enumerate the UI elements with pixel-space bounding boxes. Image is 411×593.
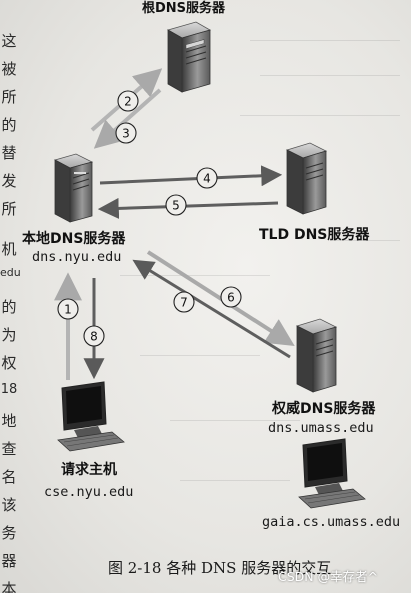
requesting-host-host: cse.nyu.edu xyxy=(44,484,134,500)
step-badge-3: 3 xyxy=(115,122,137,144)
step-label: 2 xyxy=(124,95,132,109)
arrow-step-3 xyxy=(93,88,162,149)
margin-char: 该 xyxy=(1,496,17,514)
step-label: 4 xyxy=(203,172,211,186)
step-badge-2: 2 xyxy=(117,90,139,112)
step-label: 1 xyxy=(64,303,72,317)
background-text-line xyxy=(330,240,400,241)
margin-char: 18 xyxy=(0,382,18,397)
arrow-step-6 xyxy=(146,250,295,347)
margin-char: 所 xyxy=(1,88,17,106)
background-text-line xyxy=(170,420,300,421)
auth-server-label: 权威DNS服务器 xyxy=(272,401,376,417)
background-text-line xyxy=(240,115,400,116)
tld-server-icon xyxy=(285,142,328,215)
arrow-step-5 xyxy=(97,197,279,219)
background-text-line xyxy=(260,75,400,76)
step-label: 7 xyxy=(180,296,188,310)
margin-char: 名 xyxy=(1,468,17,486)
step-badge-8: 8 xyxy=(83,325,105,347)
margin-char: 为 xyxy=(1,326,17,344)
figure-caption: 图 2-18 各种 DNS 服务器的交互 xyxy=(108,559,332,577)
local-server-host: dns.nyu.edu xyxy=(32,249,122,265)
margin-char: 查 xyxy=(1,440,17,458)
local-server-icon xyxy=(53,153,94,223)
step-badge-5: 5 xyxy=(165,194,187,216)
margin-char: edu xyxy=(0,266,21,279)
margin-char: 务 xyxy=(1,524,17,542)
target-host-host: gaia.cs.umass.edu xyxy=(262,514,401,530)
arrow-step-4 xyxy=(99,165,283,187)
csdn-watermark: CSDN @幸存者^ xyxy=(278,569,379,584)
requesting-host-pc-icon xyxy=(57,381,125,452)
margin-char: 的 xyxy=(1,298,17,316)
step-badge-1: 1 xyxy=(57,298,79,320)
auth-server-host: dns.umass.edu xyxy=(268,420,374,436)
margin-char: 器 xyxy=(1,552,17,570)
arrow-step-7 xyxy=(132,259,291,359)
auth-server-icon xyxy=(295,318,338,393)
margin-text-column: 这 被 所 的 替 发 所 机 edu 的 为 权 18 地 查 名 该 务 器… xyxy=(0,0,21,593)
margin-char: 发 xyxy=(1,172,17,190)
step-label: 6 xyxy=(227,291,235,305)
margin-char: 被 xyxy=(1,60,17,78)
step-label: 3 xyxy=(122,127,130,141)
margin-char: 地 xyxy=(1,412,17,430)
margin-char: 替 xyxy=(1,144,17,162)
margin-char: 权 xyxy=(1,354,17,372)
step-label: 8 xyxy=(90,330,98,344)
local-server-label: 本地DNS服务器 xyxy=(22,231,126,247)
step-label: 5 xyxy=(172,199,180,213)
background-text-line xyxy=(250,40,400,41)
root-server-label: 根DNS服务器 xyxy=(142,1,226,16)
root-server-icon xyxy=(166,21,212,93)
background-text-line xyxy=(180,480,290,481)
margin-char: 本 xyxy=(1,580,17,593)
background-text-line xyxy=(140,355,260,356)
background-text-line xyxy=(120,275,270,276)
margin-char: 机 xyxy=(1,240,17,258)
step-badge-4: 4 xyxy=(196,167,218,189)
step-badge-6: 6 xyxy=(220,286,242,308)
requesting-host-label: 请求主机 xyxy=(61,462,117,478)
margin-char: 的 xyxy=(1,116,17,134)
margin-char: 这 xyxy=(1,32,17,50)
target-host-pc-icon xyxy=(298,438,366,509)
margin-char: 所 xyxy=(1,200,17,218)
tld-server-label: TLD DNS服务器 xyxy=(259,227,370,243)
step-badge-7: 7 xyxy=(173,291,195,313)
